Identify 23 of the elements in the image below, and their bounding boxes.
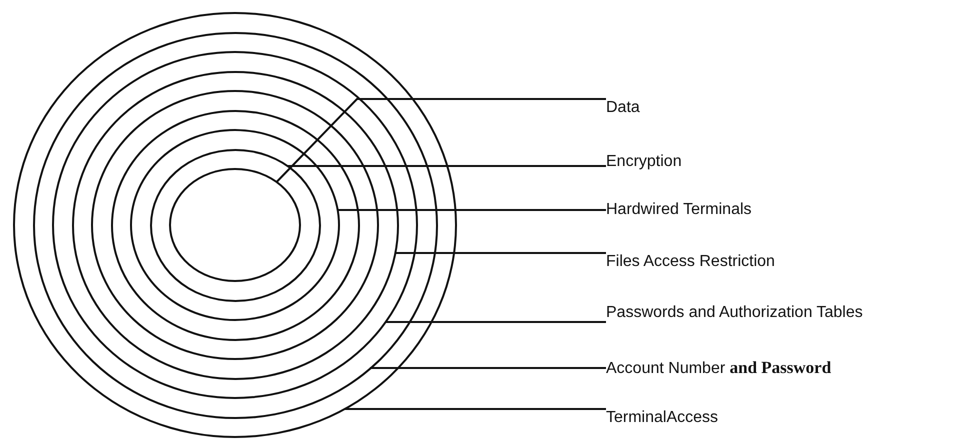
ring [150,148,320,302]
ring [13,12,457,438]
layer-label: TerminalAccess [606,408,718,428]
ring [91,90,379,360]
layer-label: Hardwired Terminals [606,200,752,220]
ring [52,51,418,399]
layer-label: Passwords and Authorization Tables [606,303,863,323]
leader-line [276,98,606,183]
ring [110,110,360,340]
leader-line [338,209,606,211]
layer-label: Files Access Restriction [606,252,775,272]
ring [32,32,438,418]
layer-label: Encryption [606,152,682,172]
leader-line [394,252,606,254]
ring [130,129,340,321]
leader-line [344,408,606,410]
leader-line [370,367,606,369]
ring [169,168,301,282]
leader-line [386,321,606,323]
layer-label: Data [606,98,640,118]
leader-line [288,165,606,167]
layer-label: Account Number and Password [606,358,832,379]
ring [72,70,398,380]
